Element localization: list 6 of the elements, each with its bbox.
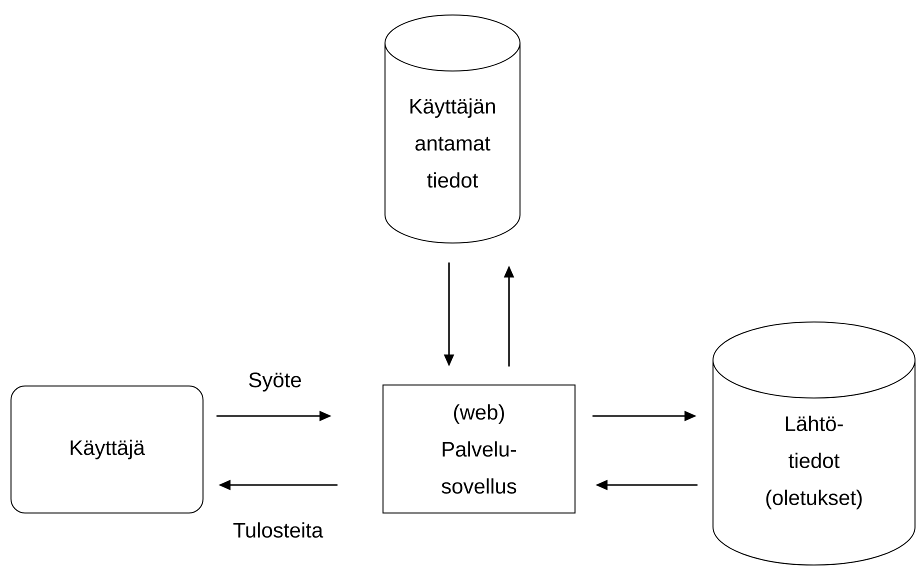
- edge-label: Tulosteita: [232, 521, 324, 539]
- database-cylinder: Käyttäjän antamat tiedot: [384, 14, 520, 244]
- edge-label: Syöte: [247, 371, 303, 392]
- rounded-box: Käyttäjä: [10, 386, 204, 514]
- process-box: (web) Palvelu- sovellus: [382, 384, 576, 514]
- database-cylinder: Lähtö- tiedot (oletukset): [712, 322, 916, 566]
